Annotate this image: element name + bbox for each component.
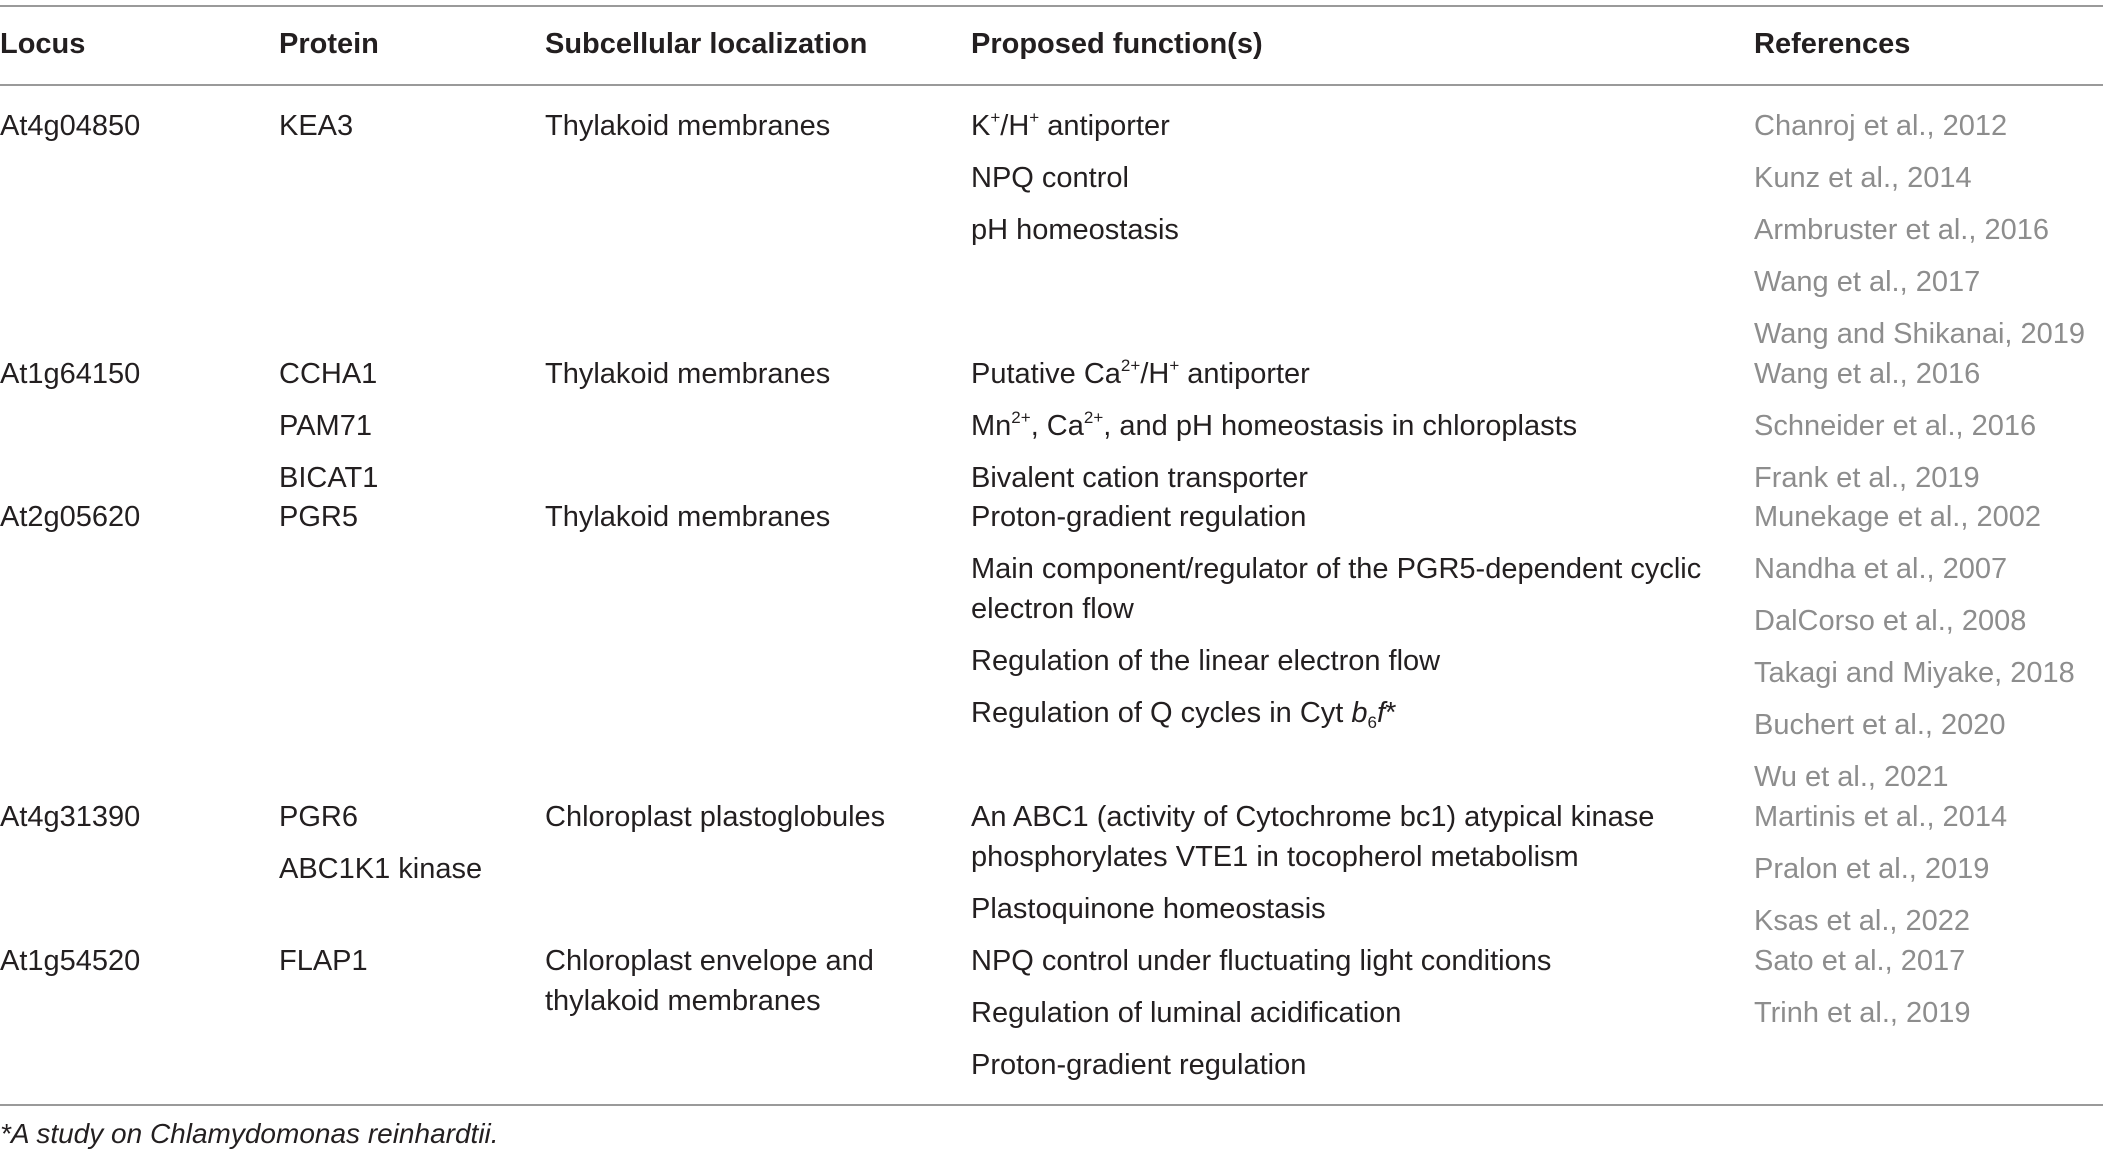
protein-cell: PAM71: [279, 410, 372, 442]
reference-link[interactable]: Kunz et al., 2014: [1754, 162, 1972, 194]
reference-link[interactable]: Chanroj et al., 2012: [1754, 110, 2008, 142]
locus-cell: At4g04850: [0, 110, 141, 142]
header-rule: [0, 84, 2103, 86]
locus-cell: At1g54520: [0, 945, 141, 977]
protein-cell: PGR5: [279, 501, 358, 533]
function-cell: Proton-gradient regulation: [971, 501, 1307, 533]
locus-cell: At2g05620: [0, 501, 141, 533]
reference-link[interactable]: Schneider et al., 2016: [1754, 410, 2037, 442]
reference-link[interactable]: Pralon et al., 2019: [1754, 853, 1990, 885]
localization-cell: Thylakoid membranes: [545, 110, 831, 142]
locus-cell: At1g64150: [0, 358, 141, 390]
function-cell: K+/H+ antiporter: [971, 108, 1170, 142]
reference-link[interactable]: Nandha et al., 2007: [1754, 553, 2008, 585]
reference-link[interactable]: DalCorso et al., 2008: [1754, 605, 2027, 637]
reference-link[interactable]: Frank et al., 2019: [1754, 462, 1980, 494]
reference-link[interactable]: Armbruster et al., 2016: [1754, 214, 2049, 246]
protein-cell: BICAT1: [279, 462, 379, 494]
localization-cell: Chloroplast plastoglobules: [545, 801, 886, 833]
table-footnote: *A study on Chlamydomonas reinhardtii.: [0, 1118, 499, 1149]
function-cell: NPQ control under fluctuating light cond…: [971, 945, 1552, 977]
reference-link[interactable]: Munekage et al., 2002: [1754, 501, 2041, 533]
localization-cell: Chloroplast envelope and: [545, 945, 874, 977]
locus-cell: At4g31390: [0, 801, 141, 833]
protein-cell: PGR6: [279, 801, 358, 833]
function-cell: electron flow: [971, 593, 1134, 625]
bottom-rule: [0, 1104, 2103, 1106]
header-references: References: [1754, 28, 1911, 60]
header-locus: Locus: [0, 28, 86, 60]
header-function: Proposed function(s): [971, 28, 1263, 60]
function-cell: phosphorylates VTE1 in tocopherol metabo…: [971, 841, 1579, 873]
reference-link[interactable]: Wang et al., 2017: [1754, 266, 1981, 298]
function-cell: Regulation of the linear electron flow: [971, 645, 1441, 677]
reference-link[interactable]: Martinis et al., 2014: [1754, 801, 2008, 833]
reference-link[interactable]: Ksas et al., 2022: [1754, 905, 1971, 937]
localization-cell: Thylakoid membranes: [545, 358, 831, 390]
function-cell: Bivalent cation transporter: [971, 462, 1308, 494]
function-cell: Regulation of Q cycles in Cyt b6f*: [971, 697, 1397, 732]
protein-cell: KEA3: [279, 110, 354, 142]
localization-cell: Thylakoid membranes: [545, 501, 831, 533]
reference-link[interactable]: Sato et al., 2017: [1754, 945, 1966, 977]
reference-link[interactable]: Wang et al., 2016: [1754, 358, 1981, 390]
function-cell: Plastoquinone homeostasis: [971, 893, 1326, 925]
reference-link[interactable]: Wang and Shikanai, 2019: [1754, 318, 2086, 350]
protein-cell: CCHA1: [279, 358, 378, 390]
function-cell: An ABC1 (activity of Cytochrome bc1) aty…: [971, 801, 1655, 833]
function-cell: Putative Ca2+/H+ antiporter: [971, 356, 1310, 390]
function-cell: Proton-gradient regulation: [971, 1049, 1307, 1081]
localization-cell: thylakoid membranes: [545, 985, 821, 1017]
header-protein: Protein: [279, 28, 379, 60]
function-cell: pH homeostasis: [971, 214, 1179, 246]
function-cell: Mn2+, Ca2+, and pH homeostasis in chloro…: [971, 408, 1578, 442]
reference-link[interactable]: Trinh et al., 2019: [1754, 997, 1971, 1029]
table-header: Locus Protein Subcellular localization P…: [0, 0, 2103, 84]
header-localization: Subcellular localization: [545, 28, 868, 60]
function-cell: Regulation of luminal acidification: [971, 997, 1402, 1029]
reference-link[interactable]: Wu et al., 2021: [1754, 761, 1949, 793]
reference-link[interactable]: Takagi and Miyake, 2018: [1754, 657, 2075, 689]
protein-cell: FLAP1: [279, 945, 368, 977]
reference-link[interactable]: Buchert et al., 2020: [1754, 709, 2006, 741]
function-cell: Main component/regulator of the PGR5-dep…: [971, 553, 1702, 585]
function-cell: NPQ control: [971, 162, 1129, 194]
top-rule: [0, 5, 2103, 7]
protein-cell: ABC1K1 kinase: [279, 853, 483, 885]
